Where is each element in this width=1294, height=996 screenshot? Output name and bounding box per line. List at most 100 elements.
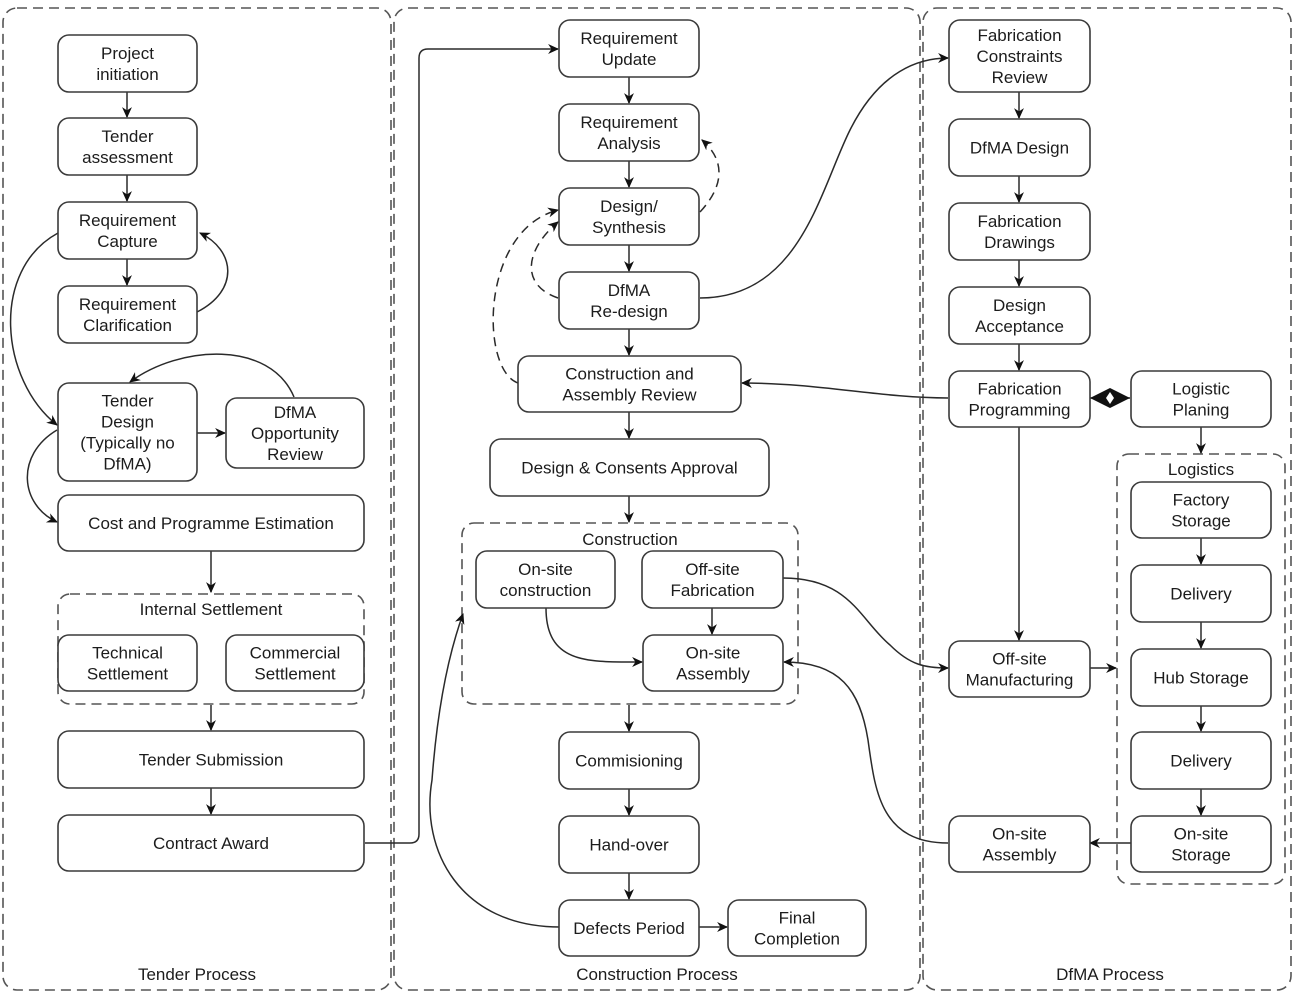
node-box	[1130, 370, 1272, 428]
node-label-line: Delivery	[1170, 585, 1232, 604]
lane-construction: Construction Process	[393, 7, 921, 991]
node-delivery-1: Delivery	[1130, 564, 1272, 623]
node-dfma-design: DfMA Design	[948, 118, 1091, 177]
node-label-line: Tender	[102, 392, 154, 411]
node-label-line: Storage	[1171, 512, 1231, 531]
node-label-line: Off-site	[992, 650, 1046, 669]
node-box	[1130, 564, 1272, 623]
node-label-line: Design	[101, 413, 154, 432]
node-label-line: initiation	[96, 65, 158, 84]
node-label-line: Tender Submission	[139, 751, 284, 770]
group-label: Construction	[582, 530, 677, 549]
node-label-line: Requirement	[580, 113, 678, 132]
node-box	[57, 117, 198, 176]
node-box	[948, 286, 1091, 345]
lane-label: Construction Process	[576, 965, 738, 984]
node-project-initiation: Project initiation	[57, 34, 198, 93]
node-box	[517, 355, 742, 413]
node-label-line: Design/	[600, 197, 658, 216]
node-label-line: On-site	[518, 560, 573, 579]
node-box	[642, 634, 784, 692]
node-label-line: Hand-over	[589, 836, 669, 855]
node-label-line: DfMA	[274, 403, 317, 422]
node-box	[57, 382, 198, 482]
edge-redesign-to-fabrication-constraints	[699, 53, 950, 299]
node-box	[948, 815, 1091, 873]
node-defects-period: Defects Period	[558, 899, 700, 957]
node-box	[948, 19, 1091, 93]
edges	[9, 44, 1206, 932]
node-label-line: Manufacturing	[966, 671, 1074, 690]
node-label-line: On-site	[1174, 825, 1229, 844]
edge-review-to-design-dashed	[492, 207, 560, 384]
edge-tender-design-to-cost	[26, 429, 58, 523]
node-label-line: Assembly	[676, 665, 750, 684]
diamond-connector-icon	[1090, 388, 1130, 408]
node-label-line: construction	[500, 581, 592, 600]
node-hand-over: Hand-over	[558, 815, 700, 874]
node-box	[1130, 648, 1272, 707]
node-label-line: Tender	[102, 127, 154, 146]
node-tender-assessment: Tender assessment	[57, 117, 198, 176]
node-label-line: Update	[602, 50, 657, 69]
node-box	[225, 634, 365, 692]
node-box	[475, 550, 616, 609]
node-box	[727, 899, 867, 957]
node-box	[948, 202, 1091, 261]
node-label-line: Review	[992, 68, 1048, 87]
node-delivery-2: Delivery	[1130, 731, 1272, 790]
node-box	[558, 899, 700, 957]
node-label-line: Design	[993, 296, 1046, 315]
node-box	[225, 397, 365, 469]
node-label-line: On-site	[992, 825, 1047, 844]
group-label: Internal Settlement	[140, 600, 283, 619]
node-box	[489, 438, 770, 497]
edge-clarification-to-capture	[196, 232, 229, 313]
node-label-line: Drawings	[984, 233, 1055, 252]
node-label-line: DfMA	[608, 281, 651, 300]
lane-tender: Tender Process	[2, 7, 392, 991]
node-label-line: Project	[101, 44, 154, 63]
edge-contract-to-requirement-update	[365, 44, 560, 844]
node-label-line: Review	[267, 445, 323, 464]
node-label-line: assessment	[82, 148, 173, 167]
node-hub-storage: Hub Storage	[1130, 648, 1272, 707]
node-label-line: Completion	[754, 930, 840, 949]
node-label-line: Commercial	[250, 644, 341, 663]
edge-offsite-fabrication-to-manufacturing	[782, 577, 950, 673]
node-box	[57, 634, 198, 692]
node-label-line: (Typically no	[80, 434, 174, 453]
node-label-line: Design & Consents Approval	[521, 459, 737, 478]
node-label-line: Requirement	[580, 29, 678, 48]
node-label-line: Technical	[92, 644, 163, 663]
node-label-line: Logistic	[1172, 380, 1230, 399]
node-label-line: Fabrication	[977, 380, 1061, 399]
node-label-line: Storage	[1171, 846, 1231, 865]
node-box	[57, 730, 365, 789]
node-label-line: Analysis	[597, 134, 660, 153]
node-box	[558, 731, 700, 790]
node-contract-award: Contract Award	[57, 814, 365, 872]
node-box	[558, 103, 700, 162]
node-box	[641, 550, 784, 609]
node-box	[1130, 815, 1272, 873]
node-label-line: Settlement	[254, 665, 336, 684]
edge-redesign-to-design-dashed	[530, 221, 559, 299]
node-label-line: Defects Period	[573, 919, 685, 938]
node-label-line: Assembly	[983, 846, 1057, 865]
edge-design-to-analysis-dashed	[699, 139, 720, 213]
node-box	[57, 494, 365, 552]
